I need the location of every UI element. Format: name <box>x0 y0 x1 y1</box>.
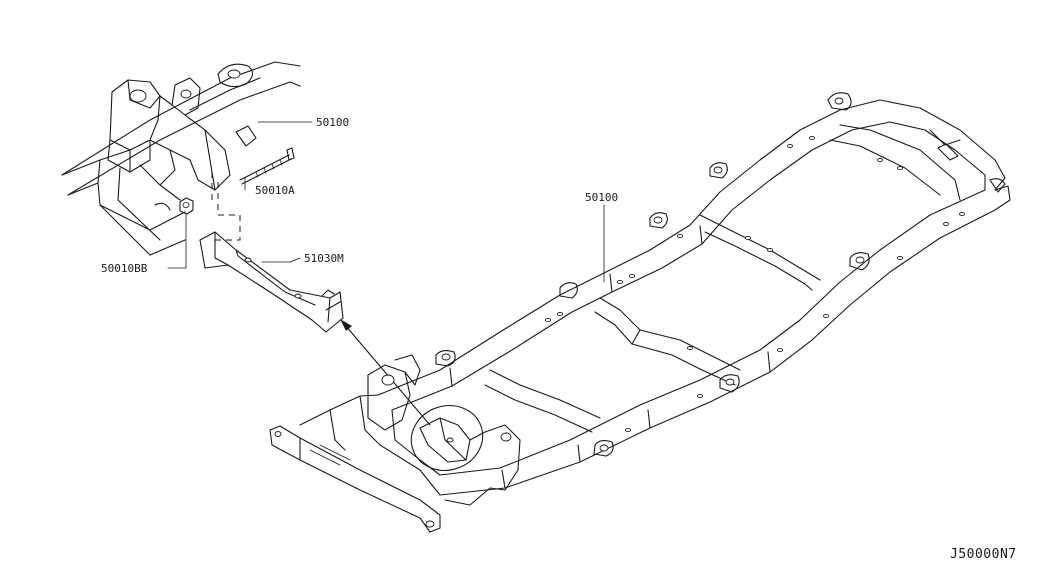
frame-holes <box>545 135 965 433</box>
detail-arrow <box>340 319 431 426</box>
bolt-50010A <box>239 147 295 185</box>
label-50100-main: 50100 <box>585 191 618 204</box>
bracket-51030M <box>199 231 344 333</box>
main-frame <box>269 92 1011 533</box>
label-50010BB: 50010BB <box>101 262 148 275</box>
label-51030M: 51030M <box>304 252 344 265</box>
label-50010A: 50010A <box>255 184 295 197</box>
label-50100-inset: 50100 <box>316 116 349 129</box>
diagram-code: J50000N7 <box>950 547 1017 562</box>
nut-50010BB <box>179 197 194 215</box>
circled-mount-location <box>410 405 484 471</box>
inset-detail <box>61 61 344 333</box>
